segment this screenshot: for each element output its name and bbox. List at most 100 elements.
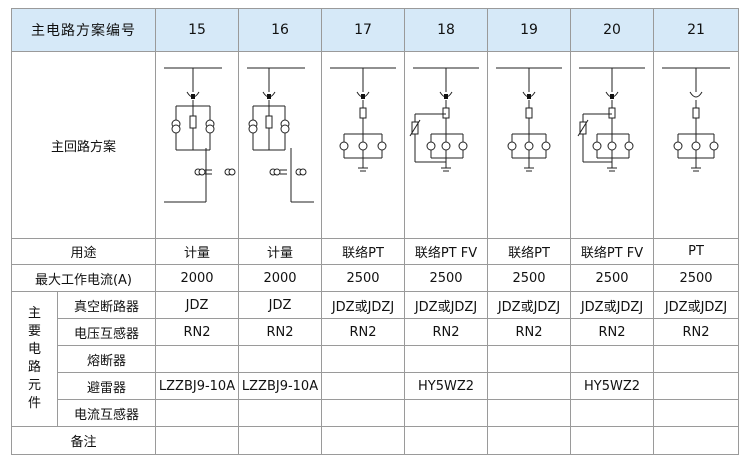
- component-cell: [155, 345, 239, 373]
- component-row-fuse: 熔断器: [12, 345, 739, 373]
- component-cell: [321, 399, 405, 427]
- max-current-label: 最大工作电流(A): [11, 264, 156, 292]
- remarks-cell: [487, 426, 571, 455]
- component-cell: [487, 345, 571, 373]
- remarks-cell: [570, 426, 654, 455]
- header-col-18: 18: [404, 8, 488, 52]
- diagram-16: [238, 51, 322, 239]
- circuit-diagram-21: [662, 67, 730, 172]
- component-cell: [155, 399, 239, 427]
- component-row-arrester: 避雷器 LZZBJ9-10A LZZBJ9-10A HY5WZ2 HY5WZ2: [12, 372, 739, 400]
- component-cell: LZZBJ9-10A: [238, 372, 322, 400]
- remarks-cell: [321, 426, 405, 455]
- component-row-vt: 电压互感器 RN2 RN2 RN2 RN2 RN2 RN2 RN2: [12, 318, 739, 346]
- header-col-21: 21: [653, 8, 739, 52]
- max-current-cell: 2500: [570, 264, 654, 292]
- circuit-diagram-17: [330, 67, 396, 172]
- usage-cell: 联络PT: [321, 238, 405, 265]
- usage-label: 用途: [11, 238, 156, 265]
- component-cell: JDZ: [238, 291, 322, 319]
- component-cell: HY5WZ2: [404, 372, 488, 400]
- usage-cell: 计量: [155, 238, 239, 265]
- remarks-label: 备注: [11, 426, 156, 455]
- component-cell: [653, 345, 739, 373]
- max-current-cell: 2500: [653, 264, 739, 292]
- component-cell: [570, 345, 654, 373]
- circuit-diagram-15: [164, 67, 236, 203]
- component-cell: RN2: [570, 318, 654, 346]
- component-cell: RN2: [404, 318, 488, 346]
- max-current-cell: 2500: [404, 264, 488, 292]
- diagram-18: [404, 51, 488, 239]
- components-group-label: 主要电路元件: [11, 291, 58, 427]
- circuit-diagram-19: [496, 67, 562, 172]
- component-row-breaker: 主要电路元件 真空断路器 JDZ JDZ JDZ或JDZJ JDZ或JDZJ J…: [11, 291, 739, 427]
- scheme-label: 主回路方案: [11, 51, 156, 239]
- component-cell: RN2: [321, 318, 405, 346]
- diagram-20: [570, 51, 654, 239]
- component-cell: JDZ或JDZJ: [487, 291, 571, 319]
- component-cell: JDZ: [155, 291, 239, 319]
- header-col-19: 19: [487, 8, 571, 52]
- header-col-15: 15: [155, 8, 239, 52]
- component-cell: [653, 399, 739, 427]
- usage-cell: PT: [653, 238, 739, 265]
- component-cell: [321, 372, 405, 400]
- usage-row: 用途 计量 计量 联络PT 联络PT FV 联络PT 联络PT FV PT: [11, 238, 739, 265]
- component-cell: [238, 399, 322, 427]
- header-row: 主电路方案编号 15 16 17 18 19 20 21: [11, 8, 739, 52]
- component-label: 避雷器: [57, 372, 156, 400]
- usage-cell: 联络PT FV: [570, 238, 654, 265]
- usage-cell: 计量: [238, 238, 322, 265]
- header-col-17: 17: [321, 8, 405, 52]
- header-col-20: 20: [570, 8, 654, 52]
- component-cell: HY5WZ2: [570, 372, 654, 400]
- component-row-ct: 电流互感器: [12, 399, 739, 427]
- usage-cell: 联络PT: [487, 238, 571, 265]
- circuit-diagram-20: [577, 67, 645, 172]
- remarks-cell: [653, 426, 739, 455]
- component-cell: [404, 345, 488, 373]
- component-cell: RN2: [487, 318, 571, 346]
- remarks-cell: [155, 426, 239, 455]
- component-cell: [404, 399, 488, 427]
- component-label: 电压互感器: [57, 318, 156, 346]
- component-cell: JDZ或JDZJ: [321, 291, 405, 319]
- component-cell: JDZ或JDZJ: [570, 291, 654, 319]
- max-current-cell: 2500: [487, 264, 571, 292]
- header-col-16: 16: [238, 8, 322, 52]
- diagram-15: [155, 51, 239, 239]
- max-current-cell: 2500: [321, 264, 405, 292]
- component-cell: RN2: [238, 318, 322, 346]
- remarks-row: 备注: [11, 426, 739, 455]
- component-cell: JDZ或JDZJ: [653, 291, 739, 319]
- component-cell: [570, 399, 654, 427]
- component-label: 真空断路器: [57, 291, 156, 319]
- component-cell: JDZ或JDZJ: [404, 291, 488, 319]
- circuit-diagram-16: [247, 67, 314, 203]
- max-current-row: 最大工作电流(A) 2000 2000 2500 2500 2500 2500 …: [11, 264, 739, 292]
- component-cell: [238, 345, 322, 373]
- component-cell: [487, 372, 571, 400]
- diagram-21: [653, 51, 739, 239]
- remarks-cell: [238, 426, 322, 455]
- component-label: 电流互感器: [57, 399, 156, 427]
- diagram-17: [321, 51, 405, 239]
- diagram-19: [487, 51, 571, 239]
- component-cell: [321, 345, 405, 373]
- component-cell: [487, 399, 571, 427]
- component-cell: [653, 372, 739, 400]
- remarks-cell: [404, 426, 488, 455]
- component-cell: LZZBJ9-10A: [155, 372, 239, 400]
- max-current-cell: 2000: [238, 264, 322, 292]
- header-title: 主电路方案编号: [11, 8, 156, 52]
- scheme-table: 主电路方案编号 15 16 17 18 19 20 21 主回路方案: [11, 8, 739, 455]
- component-cell: RN2: [653, 318, 739, 346]
- max-current-cell: 2000: [155, 264, 239, 292]
- usage-cell: 联络PT FV: [404, 238, 488, 265]
- component-cell: RN2: [155, 318, 239, 346]
- circuit-diagram-18: [409, 67, 479, 172]
- component-label: 熔断器: [57, 345, 156, 373]
- diagram-row: 主回路方案: [11, 51, 739, 239]
